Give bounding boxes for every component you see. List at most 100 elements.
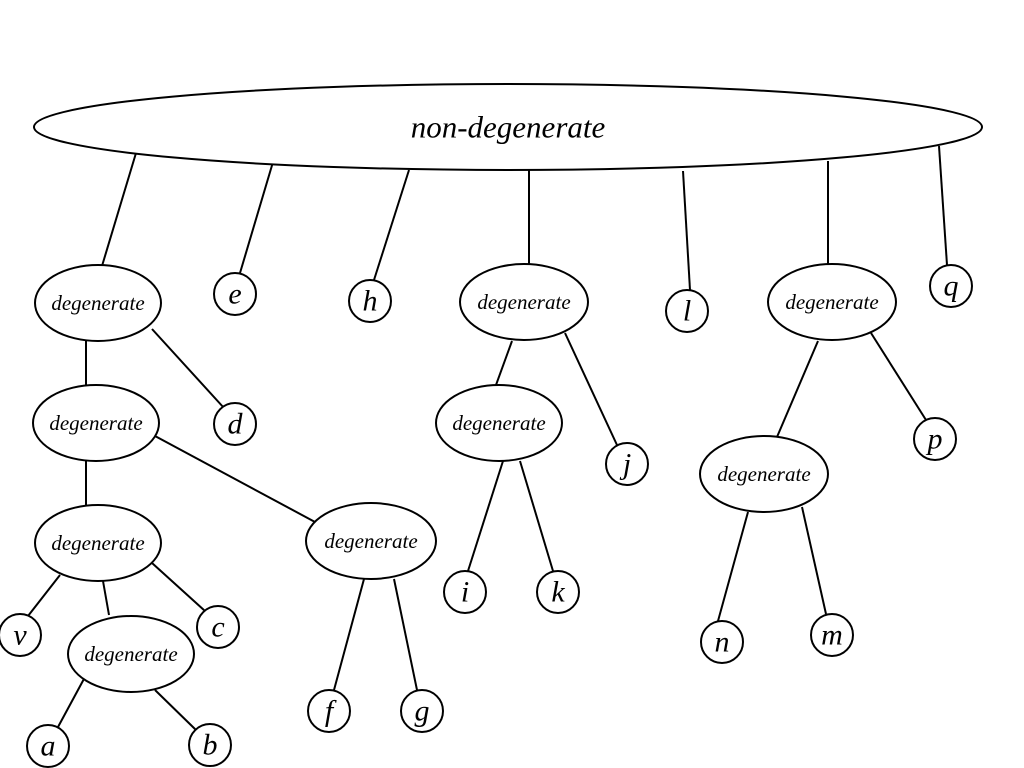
- degenerate-node-d2: degenerate: [32, 384, 160, 462]
- leaf-circle: [188, 723, 232, 767]
- leaf-circle: [348, 279, 392, 323]
- edge-d3-v: [27, 574, 61, 617]
- leaf-node-a: a: [26, 724, 70, 768]
- leaf-node-b: b: [188, 723, 232, 767]
- degenerate-ellipse: [34, 264, 162, 342]
- leaf-node-k: k: [536, 570, 580, 614]
- degenerate-ellipse: [435, 384, 563, 462]
- root-node-non-degenerate: non-degenerate: [33, 83, 983, 171]
- edge-root-l: [682, 170, 691, 291]
- leaf-node-e: e: [213, 272, 257, 316]
- degenerate-node-d1: degenerate: [34, 264, 162, 342]
- degenerate-ellipse: [32, 384, 160, 462]
- degenerate-node-d10: degenerate: [699, 435, 829, 513]
- leaf-node-j: j: [605, 442, 649, 486]
- leaf-label: h: [363, 285, 378, 318]
- leaf-node-f: f: [307, 689, 351, 733]
- degenerate-label: degenerate: [49, 411, 142, 435]
- degenerate-ellipse: [34, 504, 162, 582]
- leaf-circle: [810, 613, 854, 657]
- leaf-label: k: [551, 576, 565, 609]
- leaf-circle: [665, 289, 709, 333]
- degenerate-node-d3: degenerate: [34, 504, 162, 582]
- leaf-node-q: q: [929, 264, 973, 308]
- leaf-circle: [700, 620, 744, 664]
- degenerate-node-d4: degenerate: [67, 615, 195, 693]
- degenerate-node-d8: degenerate: [435, 384, 563, 462]
- edge-root-e: [239, 161, 274, 274]
- leaf-circle: [400, 689, 444, 733]
- degenerate-label: degenerate: [84, 642, 177, 666]
- leaf-circle: [929, 264, 973, 308]
- leaf-circle: [307, 689, 351, 733]
- degenerate-ellipse: [767, 263, 897, 341]
- degenerate-label: degenerate: [477, 290, 570, 314]
- degenerate-label: degenerate: [51, 291, 144, 315]
- leaf-label: a: [41, 730, 56, 763]
- leaf-node-h: h: [348, 279, 392, 323]
- edge-d7-d8: [495, 340, 513, 386]
- edge-d6-g: [393, 578, 418, 691]
- edge-d6-f: [333, 578, 365, 691]
- degenerate-ellipse: [459, 263, 589, 341]
- degenerate-label: degenerate: [452, 411, 545, 435]
- leaf-label: v: [13, 619, 27, 652]
- leaf-node-m: m: [810, 613, 854, 657]
- leaf-label: l: [683, 295, 691, 328]
- leaf-label: c: [211, 611, 224, 644]
- leaf-label: e: [228, 278, 241, 311]
- leaf-node-i: i: [443, 570, 487, 614]
- leaf-circle: [26, 724, 70, 768]
- leaf-circle: [196, 605, 240, 649]
- degenerate-label: degenerate: [324, 529, 417, 553]
- edge-d8-k: [519, 460, 554, 572]
- edge-root-d1: [101, 152, 137, 267]
- leaf-node-v: v: [0, 613, 42, 657]
- leaf-label: m: [821, 619, 843, 652]
- edges: [27, 145, 948, 731]
- edge-d9-p: [870, 332, 927, 421]
- leaf-node-g: g: [400, 689, 444, 733]
- degenerate-ellipse: [67, 615, 195, 693]
- edge-d4-b: [154, 689, 197, 731]
- leaf-circle: [913, 417, 957, 461]
- leaf-circle: [443, 570, 487, 614]
- root-label: non-degenerate: [411, 110, 606, 145]
- leaf-node-n: n: [700, 620, 744, 664]
- nodes: non-degenerate degenerate degenerate degene…: [0, 83, 983, 768]
- degenerate-node-d7: degenerate: [459, 263, 589, 341]
- edge-d1-d: [151, 328, 225, 409]
- leaf-label: q: [944, 270, 959, 303]
- leaf-circle: [213, 402, 257, 446]
- edge-d4-a: [57, 676, 86, 728]
- edge-d8-i: [467, 460, 504, 572]
- edge-root-q: [938, 145, 948, 266]
- leaf-label: i: [461, 576, 469, 609]
- leaf-node-p: p: [913, 417, 957, 461]
- edge-d10-n: [717, 511, 749, 622]
- edge-root-h: [373, 169, 410, 281]
- leaf-node-c: c: [196, 605, 240, 649]
- leaf-circle: [605, 442, 649, 486]
- leaf-circle: [0, 613, 42, 657]
- edge-d10-m: [801, 506, 827, 615]
- degenerate-node-d9: degenerate: [767, 263, 897, 341]
- edge-d3-d4: [102, 580, 110, 616]
- leaf-circle: [536, 570, 580, 614]
- leaf-circle: [213, 272, 257, 316]
- leaf-label: d: [228, 408, 244, 441]
- degenerate-node-d6: degenerate: [305, 502, 437, 580]
- edge-d9-d10: [776, 340, 819, 438]
- degenerate-ellipse: [699, 435, 829, 513]
- leaf-node-l: l: [665, 289, 709, 333]
- leaf-label: g: [415, 695, 430, 728]
- degenerate-label: degenerate: [51, 531, 144, 555]
- degenerate-ellipse: [305, 502, 437, 580]
- root-ellipse: [33, 83, 983, 171]
- leaf-node-d: d: [213, 402, 257, 446]
- leaf-label: j: [619, 448, 631, 481]
- leaf-label: b: [203, 729, 218, 762]
- leaf-label: n: [715, 626, 730, 659]
- degenerate-label: degenerate: [785, 290, 878, 314]
